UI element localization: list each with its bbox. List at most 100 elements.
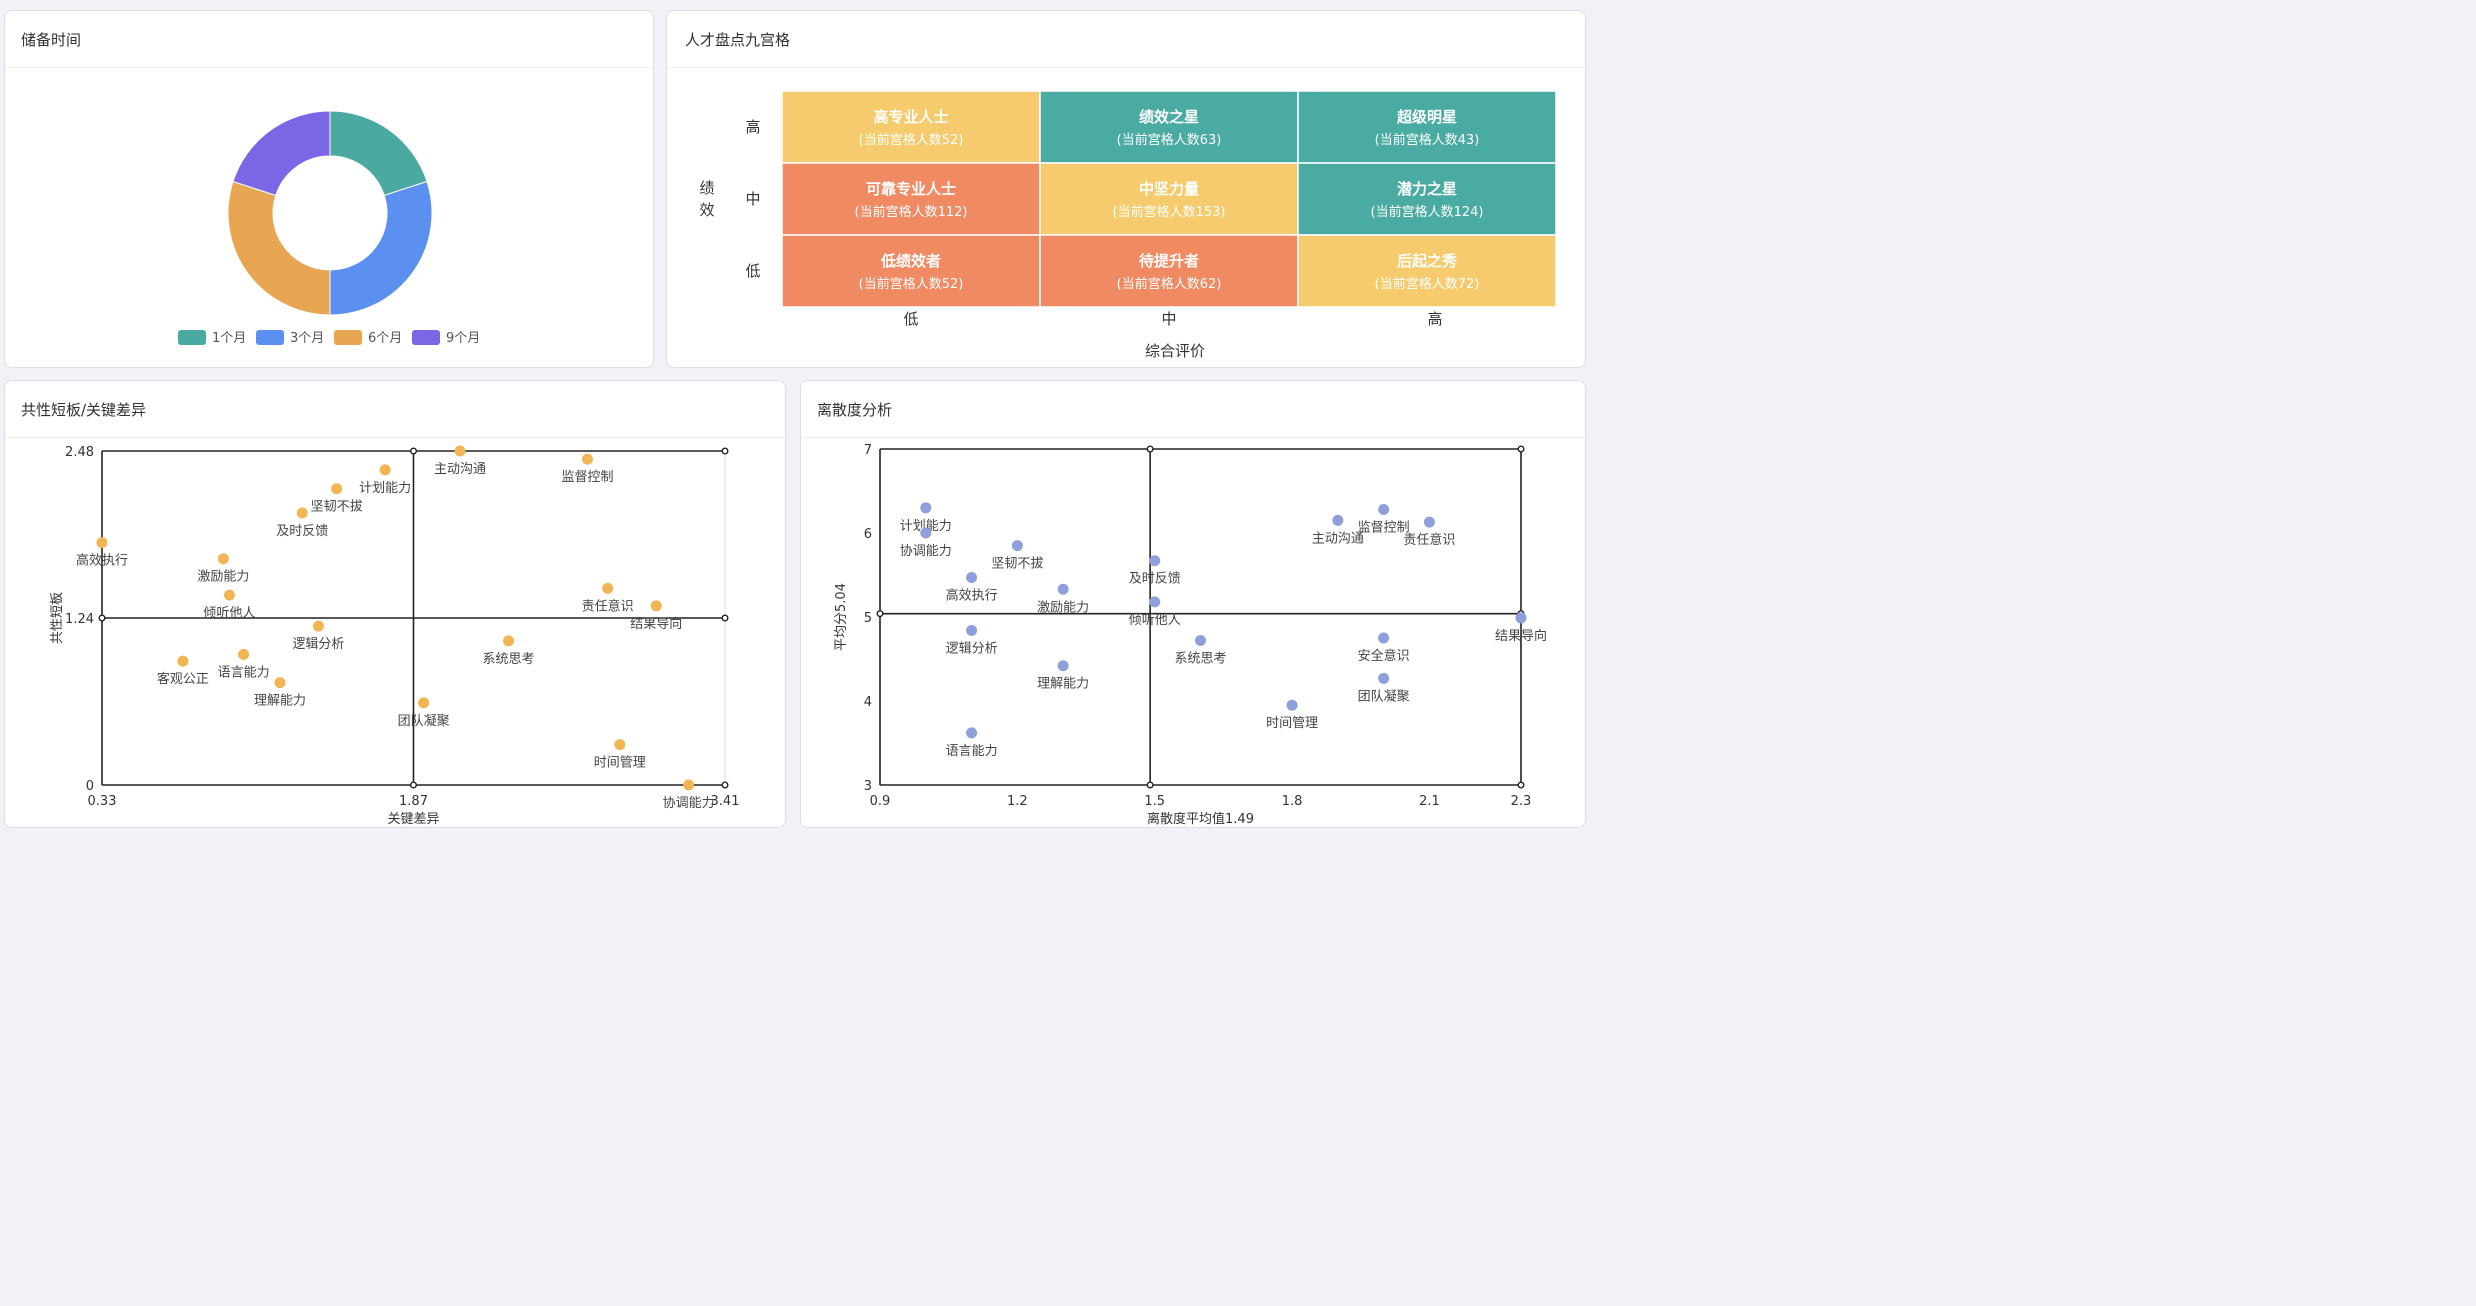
point-marker [1057, 583, 1069, 595]
x-tick-label: 1.87 [399, 794, 428, 809]
grid-cell-name: 中坚力量 [1139, 180, 1199, 198]
scatter-point: 逻辑分析 [292, 620, 344, 652]
legend-label: 6个月 [368, 331, 402, 346]
scatter-point: 协调能力 [663, 779, 715, 811]
point-label: 监督控制 [1358, 520, 1410, 535]
y-axis-label: 平均分5.04 [834, 583, 849, 651]
scatter-point: 及时反馈 [1129, 555, 1181, 587]
scatter-point: 主动沟通 [1312, 514, 1364, 546]
scatter-point: 团队凝聚 [1358, 672, 1410, 704]
x-tick-label: 2.3 [1511, 794, 1532, 809]
grid-cell-bg [1039, 234, 1299, 308]
reserve-time-title: 储备时间 [21, 31, 82, 49]
y-axis-label: 共性短板 [50, 592, 65, 644]
scatter-point: 安全意识 [1358, 632, 1410, 664]
point-marker [296, 507, 308, 519]
point-label: 逻辑分析 [292, 637, 344, 652]
grid-cell: 高专业人士(当前宫格人数52) [781, 90, 1041, 164]
y-tick-label: 1.24 [65, 612, 94, 627]
point-marker [966, 572, 978, 584]
point-marker [238, 648, 250, 660]
point-label: 协调能力 [663, 796, 715, 811]
scatter-point: 协调能力 [900, 527, 952, 559]
point-marker [1378, 503, 1390, 515]
divider [5, 67, 653, 68]
scatter-point: 倾听他人 [203, 589, 255, 621]
scatter-point: 时间管理 [1266, 699, 1318, 731]
scatter-point: 激励能力 [197, 553, 249, 585]
scatter-point: 系统思考 [1174, 635, 1227, 667]
y-tick-label: 4 [864, 695, 872, 710]
point-marker [418, 697, 430, 709]
point-label: 及时反馈 [1129, 572, 1181, 587]
point-marker [650, 600, 662, 612]
scatter-point: 高效执行 [946, 572, 998, 604]
point-marker [379, 464, 391, 476]
point-marker [683, 779, 695, 791]
point-marker [1378, 672, 1390, 684]
point-label: 倾听他人 [203, 606, 255, 621]
line-endpoint [1146, 445, 1154, 453]
scatter-point: 激励能力 [1037, 583, 1089, 615]
point-label: 高效执行 [76, 553, 128, 569]
donut-slice-3 [227, 180, 331, 316]
scatter-point: 结果导向 [630, 600, 682, 632]
grid-cell-count: (当前宫格人数62) [1117, 276, 1222, 292]
line-endpoint [410, 781, 418, 789]
point-marker [1378, 632, 1390, 644]
grid-cell-bg [781, 162, 1041, 236]
grid-cell-bg [1297, 90, 1557, 164]
grid-cell-bg [1039, 162, 1299, 236]
point-marker [581, 453, 593, 465]
point-label: 责任意识 [1403, 532, 1455, 548]
scatter-point: 计划能力 [359, 464, 411, 496]
y-tick-label: 0 [86, 779, 94, 794]
point-marker [1057, 660, 1069, 672]
grid-cell-bg [781, 90, 1041, 164]
nine-grid-title: 人才盘点九宫格 [685, 31, 791, 49]
point-label: 计划能力 [900, 519, 952, 534]
scatter-point: 逻辑分析 [946, 624, 998, 656]
point-label: 理解能力 [1037, 677, 1089, 692]
point-marker [920, 527, 932, 539]
point-label: 逻辑分析 [946, 641, 998, 656]
point-marker [454, 445, 466, 457]
scatter-point: 坚韧不拔 [991, 540, 1043, 572]
point-label: 激励能力 [197, 570, 249, 585]
scatter-point: 高效执行 [76, 537, 128, 569]
grid-cell-name: 低绩效者 [880, 252, 941, 270]
line-endpoint [1146, 781, 1154, 789]
legend-item-2: 3个月 [256, 330, 324, 346]
scatter-point: 时间管理 [594, 739, 646, 771]
y-tick-label: 2.48 [65, 445, 94, 460]
point-label: 结果导向 [1495, 628, 1547, 644]
point-label: 系统思考 [483, 652, 535, 667]
point-marker [920, 502, 932, 514]
point-marker [1011, 540, 1023, 552]
scatter-point: 语言能力 [218, 648, 270, 680]
common-weakness-title: 共性短板/关键差异 [21, 401, 147, 419]
point-label: 团队凝聚 [398, 713, 450, 729]
scatter-point: 结果导向 [1495, 612, 1547, 644]
point-marker [96, 537, 108, 549]
grid-cell: 低绩效者(当前宫格人数52) [781, 234, 1041, 308]
grid-cell-count: (当前宫格人数52) [859, 132, 964, 148]
grid-cell-count: (当前宫格人数112) [855, 204, 968, 220]
scatter-point: 客观公正 [157, 655, 209, 687]
divider [667, 67, 1585, 68]
grid-cell: 中坚力量(当前宫格人数153) [1039, 162, 1299, 236]
point-label: 坚韧不拔 [991, 557, 1043, 572]
point-marker [1149, 596, 1161, 608]
point-label: 监督控制 [561, 470, 613, 485]
point-label: 系统思考 [1174, 652, 1226, 667]
point-label: 时间管理 [1266, 716, 1318, 731]
point-marker [1332, 514, 1344, 526]
point-label: 客观公正 [157, 671, 209, 687]
scatter-point: 监督控制 [1358, 503, 1410, 535]
point-label: 高效执行 [946, 588, 998, 604]
point-marker [503, 635, 515, 647]
point-label: 理解能力 [254, 694, 306, 709]
